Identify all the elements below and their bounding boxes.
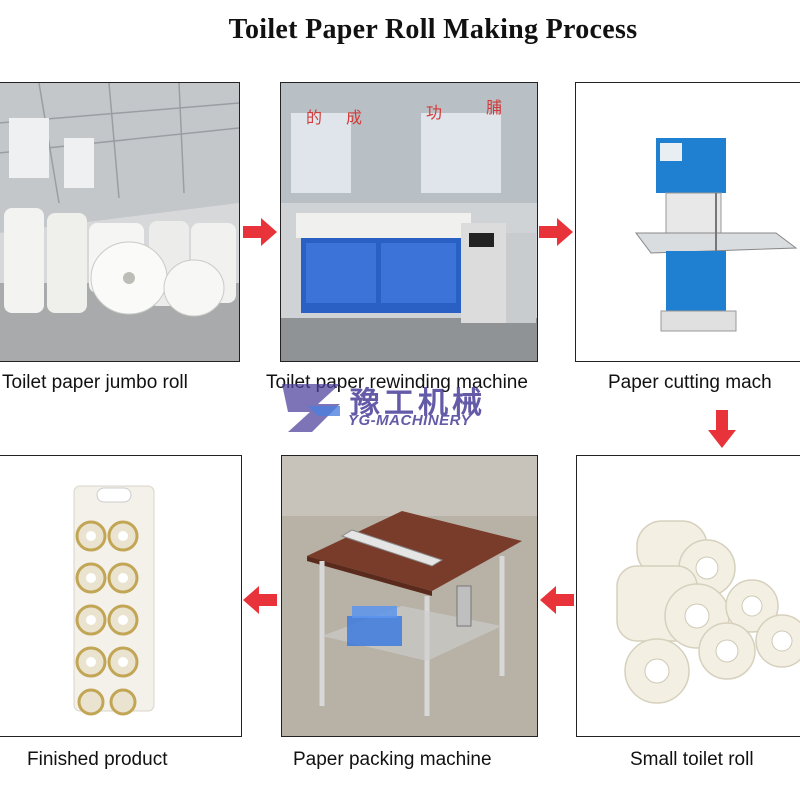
step-6-image-frame: [0, 455, 242, 737]
page-title: Toilet Paper Roll Making Process: [228, 14, 638, 45]
arrow-right-icon: [243, 218, 277, 246]
packing-machine-photo: [282, 456, 537, 736]
svg-text:的: 的: [306, 108, 322, 127]
step-1-label: Toilet paper jumbo roll: [2, 372, 188, 393]
svg-text:脯: 脯: [486, 98, 502, 117]
step-3-image-frame: [575, 82, 800, 362]
rewinding-machine-photo: 的成功脯: [281, 83, 537, 361]
small-toilet-rolls-photo: [577, 456, 800, 736]
svg-text:成: 成: [346, 108, 362, 127]
yg-logo-icon: [282, 384, 340, 432]
arrow-right-icon: [539, 218, 573, 246]
band-saw-cutting-machine-photo: [576, 83, 800, 361]
yg-machinery-watermark: 豫工机械 YG-MACHINERY: [278, 378, 528, 434]
watermark-chinese-text: 豫工机械: [350, 386, 486, 421]
step-1-image-frame: [0, 82, 240, 362]
watermark-english-text: YG-MACHINERY: [348, 412, 472, 429]
step-3-label: Paper cutting mach: [608, 372, 772, 393]
arrow-down-icon: [708, 410, 736, 448]
step-5-image-frame: [281, 455, 538, 737]
step-6-label: Finished product: [27, 749, 168, 770]
jumbo-roll-warehouse-photo: [0, 83, 239, 361]
packaged-toilet-rolls-photo: [0, 456, 241, 736]
arrow-left-icon: [540, 586, 574, 614]
step-4-image-frame: [576, 455, 800, 737]
arrow-left-icon: [243, 586, 277, 614]
step-4-label: Small toilet roll: [630, 749, 754, 770]
step-5-label: Paper packing machine: [293, 749, 492, 770]
svg-text:功: 功: [426, 103, 442, 122]
step-2-image-frame: 的成功脯: [280, 82, 538, 362]
